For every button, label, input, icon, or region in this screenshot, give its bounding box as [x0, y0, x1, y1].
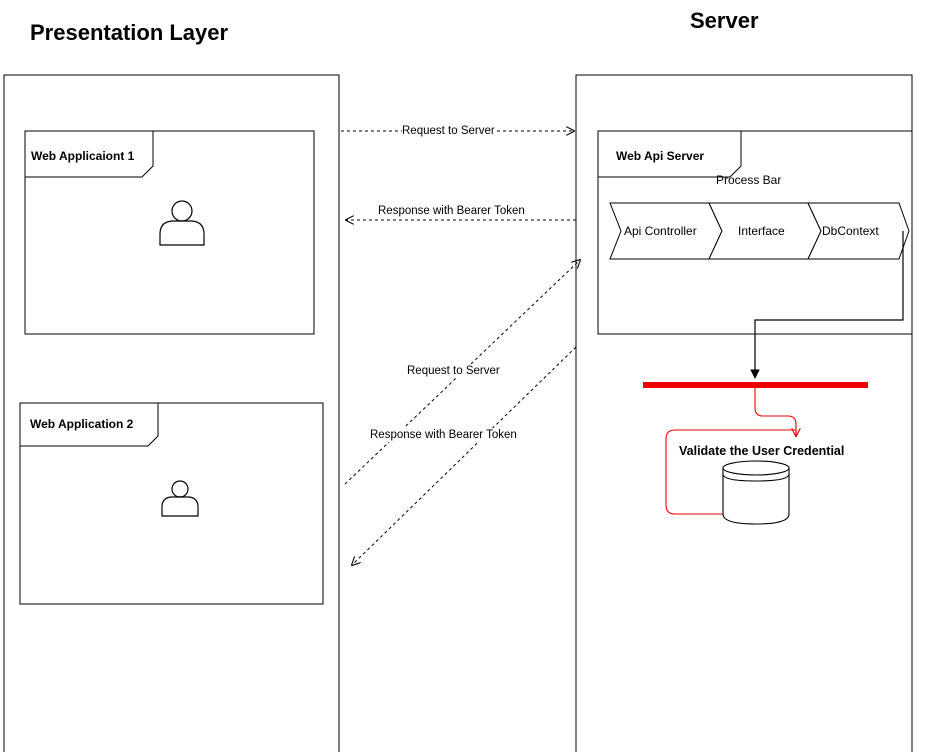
user-icon — [159, 200, 205, 246]
response-diag-arrow — [352, 346, 577, 565]
web-api-server-label: Web Api Server — [616, 149, 705, 163]
user-icon — [161, 480, 199, 517]
server-heading: Server — [690, 8, 759, 33]
response-top-label: Response with Bearer Token — [378, 204, 525, 218]
web-app-1-frame — [24, 130, 315, 335]
chevron-dbcontext — [807, 202, 910, 260]
request-top-label: Request to Server — [402, 124, 495, 138]
web-app-2-label-tab — [20, 403, 159, 447]
process-bar-shapes — [609, 202, 910, 260]
bar-to-validate-connector — [754, 388, 796, 436]
response-diag-label: Response with Bearer Token — [370, 428, 517, 442]
process-bar-label: Process Bar — [716, 173, 782, 187]
presentation-lane — [3, 74, 340, 752]
web-app-1-label: Web Applicaiont 1 — [31, 149, 135, 163]
web-app-1-label-tab — [25, 131, 154, 178]
web-app-2-frame — [19, 402, 324, 605]
step-interface: Interface — [738, 224, 785, 238]
web-api-server-label-tab — [598, 131, 742, 178]
step-dbcontext: DbContext — [822, 224, 879, 238]
request-diag-label: Request to Server — [407, 364, 500, 378]
presentation-layer-heading: Presentation Layer — [30, 20, 229, 45]
step-api-controller: Api Controller — [624, 224, 697, 238]
dbcontext-connector — [750, 231, 904, 379]
validate-label: Validate the User Credential — [679, 444, 845, 458]
server-lane — [575, 74, 913, 752]
web-app-2-label: Web Application 2 — [30, 417, 134, 431]
database-icon — [722, 460, 790, 525]
